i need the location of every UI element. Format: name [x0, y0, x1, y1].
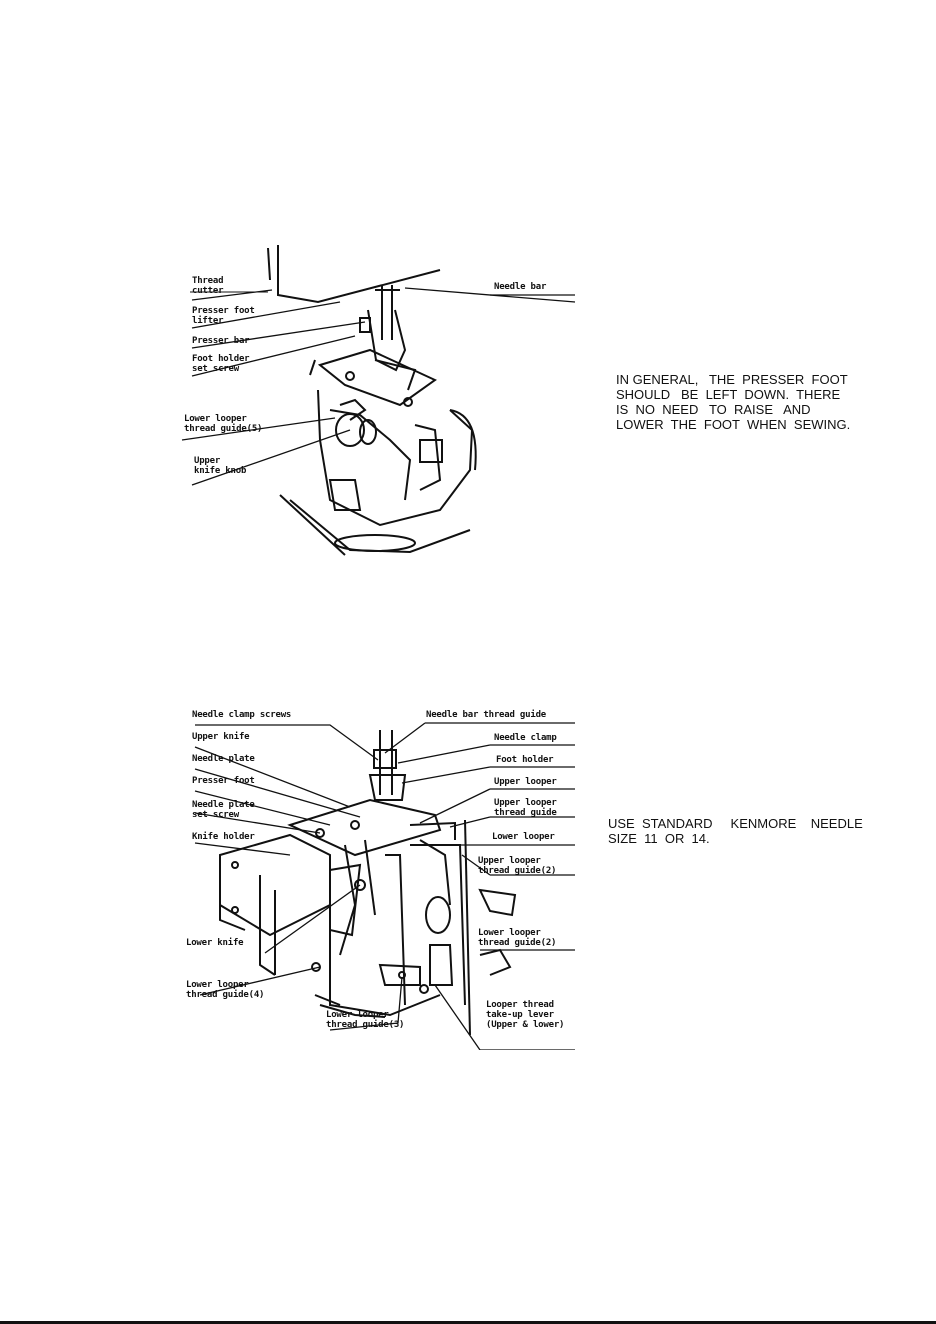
page-bottom-rule: [0, 1321, 936, 1324]
label-needle-bar: Needle bar: [494, 282, 547, 292]
label-lower-looper-thread-guide-5: Lower looper thread guide(5): [184, 414, 263, 434]
label-foot-holder: Foot holder: [496, 755, 554, 765]
label-lower-looper-thread-guide-2: Lower looper thread guide(2): [478, 928, 557, 948]
needle-note: USE STANDARD KENMORE NEEDLE SIZE 11 OR 1…: [608, 816, 863, 846]
label-upper-looper-thread-guide-2: Upper looper thread guide(2): [478, 856, 557, 876]
label-thread-cutter: Thread cutter: [192, 276, 224, 296]
label-lower-looper: Lower looper: [492, 832, 555, 842]
presser-foot-illustration: [181, 245, 576, 556]
figure-presser-foot-area: [150, 240, 610, 560]
label-lower-looper-thread-guide-3: Lower looper thread guide(3): [326, 1010, 405, 1030]
presser-foot-note: IN GENERAL, THE PRESSER FOOT SHOULD BE L…: [616, 372, 851, 432]
looper-illustration: [194, 722, 575, 1050]
label-upper-knife: Upper knife: [192, 732, 250, 742]
label-needle-plate-set-screw: Needle plate set screw: [192, 800, 255, 820]
label-foot-holder-set-screw: Foot holder set screw: [192, 354, 250, 374]
label-upper-looper: Upper looper: [494, 777, 557, 787]
label-upper-knife-knob: Upper knife knob: [194, 456, 247, 476]
label-presser-bar: Presser bar: [192, 336, 250, 346]
label-upper-looper-thread-guide: Upper looper thread guide: [494, 798, 557, 818]
label-needle-clamp-screws: Needle clamp screws: [192, 710, 292, 720]
label-presser-foot: Presser foot: [192, 776, 255, 786]
figure-looper-area: [180, 705, 600, 1050]
label-lower-knife: Lower knife: [186, 938, 244, 948]
label-needle-clamp: Needle clamp: [494, 733, 557, 743]
label-knife-holder: Knife holder: [192, 832, 255, 842]
label-presser-foot-lifter: Presser foot lifter: [192, 306, 255, 326]
label-needle-bar-thread-guide: Needle bar thread guide: [426, 710, 547, 720]
label-looper-thread-take-up-lever: Looper thread take-up lever (Upper & low…: [486, 1000, 565, 1030]
label-needle-plate: Needle plate: [192, 754, 255, 764]
label-lower-looper-thread-guide-4: Lower looper thread guide(4): [186, 980, 265, 1000]
